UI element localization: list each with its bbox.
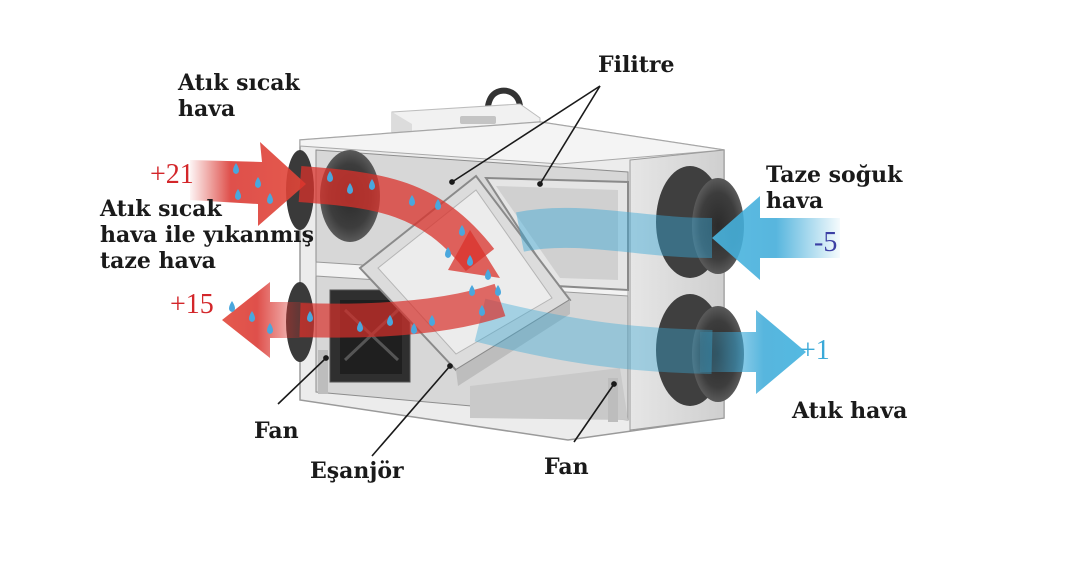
droplet-icon: [435, 199, 441, 210]
droplet-icon: [233, 163, 239, 174]
droplet-icon: [495, 285, 501, 296]
droplet-icon: [255, 177, 261, 188]
droplet-icon: [409, 195, 415, 206]
droplet-icon: [327, 171, 333, 182]
label-fresh-cold-air: Taze soğuk hava: [766, 162, 903, 214]
label-fan-right: Fan: [544, 454, 589, 480]
droplet-icon: [267, 323, 273, 334]
droplet-icon: [479, 305, 485, 316]
label-exhaust-air: Atık hava: [792, 398, 908, 424]
warm-air-inflow-arrow: [190, 142, 500, 278]
warm-air-outflow-arrow: [222, 282, 506, 358]
droplet-icon: [229, 301, 235, 312]
droplet-icon: [307, 311, 313, 322]
right-ducts: [656, 166, 744, 406]
droplet-icon: [411, 323, 417, 334]
droplet-icon: [369, 179, 375, 190]
label-waste-warm-air: Atık sıcak hava: [178, 70, 300, 122]
droplet-icon: [347, 183, 353, 194]
temp-cold-out: +1: [800, 335, 830, 366]
droplet-icon: [467, 255, 473, 266]
droplet-icon: [267, 193, 273, 204]
label-filter: Filitre: [598, 52, 675, 78]
leader-lines: [277, 85, 617, 457]
droplet-icon: [387, 315, 393, 326]
droplet-icon: [357, 321, 363, 332]
water-droplets: [229, 163, 501, 334]
temp-cold-in: -5: [814, 227, 838, 258]
droplet-icon: [485, 269, 491, 280]
cold-air-inflow-arrow: [516, 196, 840, 280]
droplet-icon: [429, 315, 435, 326]
temp-warm-in: +21: [150, 159, 194, 190]
droplet-icon: [459, 225, 465, 236]
label-washed-fresh-air: Atık sıcak hava ile yıkanmış taze hava: [100, 196, 314, 274]
droplet-icon: [235, 189, 241, 200]
droplet-icon: [469, 285, 475, 296]
cold-air-outflow-arrow: [474, 298, 806, 394]
label-fan-left: Fan: [254, 418, 299, 444]
label-exchanger: Eşanjör: [310, 458, 404, 484]
droplet-icon: [445, 247, 451, 258]
filter-panel: [484, 176, 629, 292]
temp-warm-out: +15: [170, 289, 214, 320]
droplet-icon: [249, 311, 255, 322]
